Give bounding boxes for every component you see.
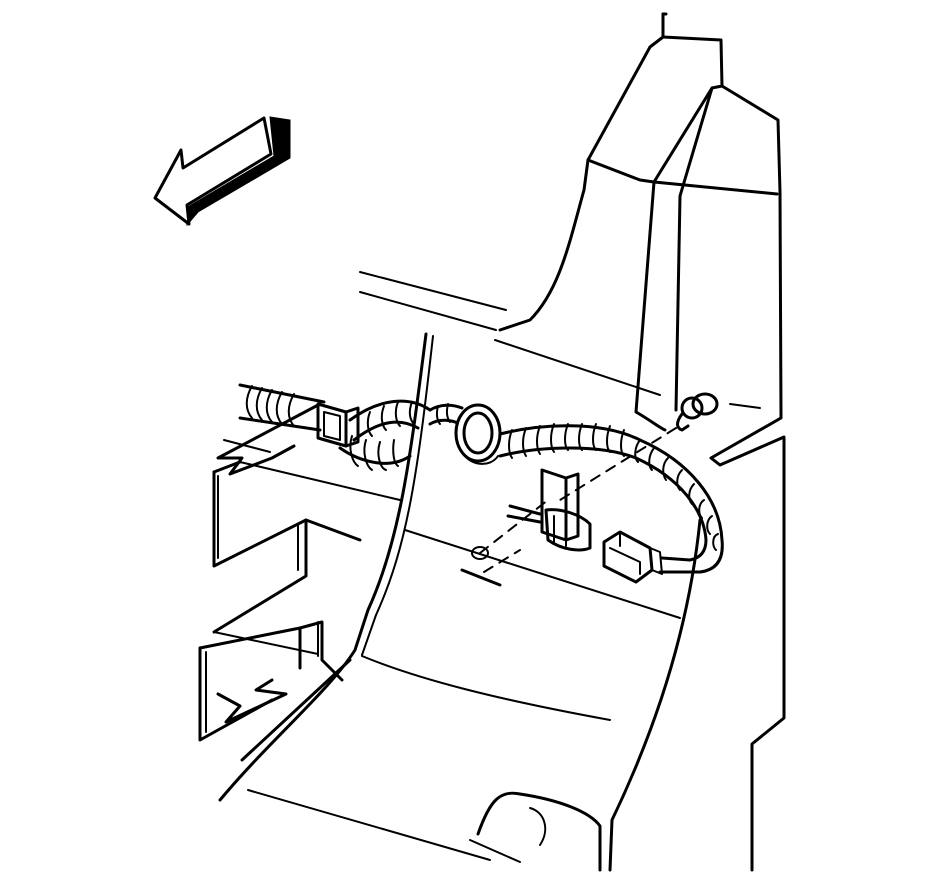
mounting-stud — [506, 468, 592, 552]
floor-panel — [361, 655, 611, 721]
harness-bracket — [316, 402, 360, 448]
body-panel — [218, 332, 702, 872]
wiring-harness — [238, 383, 724, 574]
pillar-trim — [359, 12, 786, 872]
cross-member-bracket — [198, 402, 401, 762]
electrical-connector — [602, 530, 702, 584]
retainer-nut — [559, 392, 719, 501]
harness-retainer-clip — [454, 403, 502, 465]
direction-arrow-icon — [153, 116, 291, 227]
panel-mounting-hole — [460, 499, 549, 587]
